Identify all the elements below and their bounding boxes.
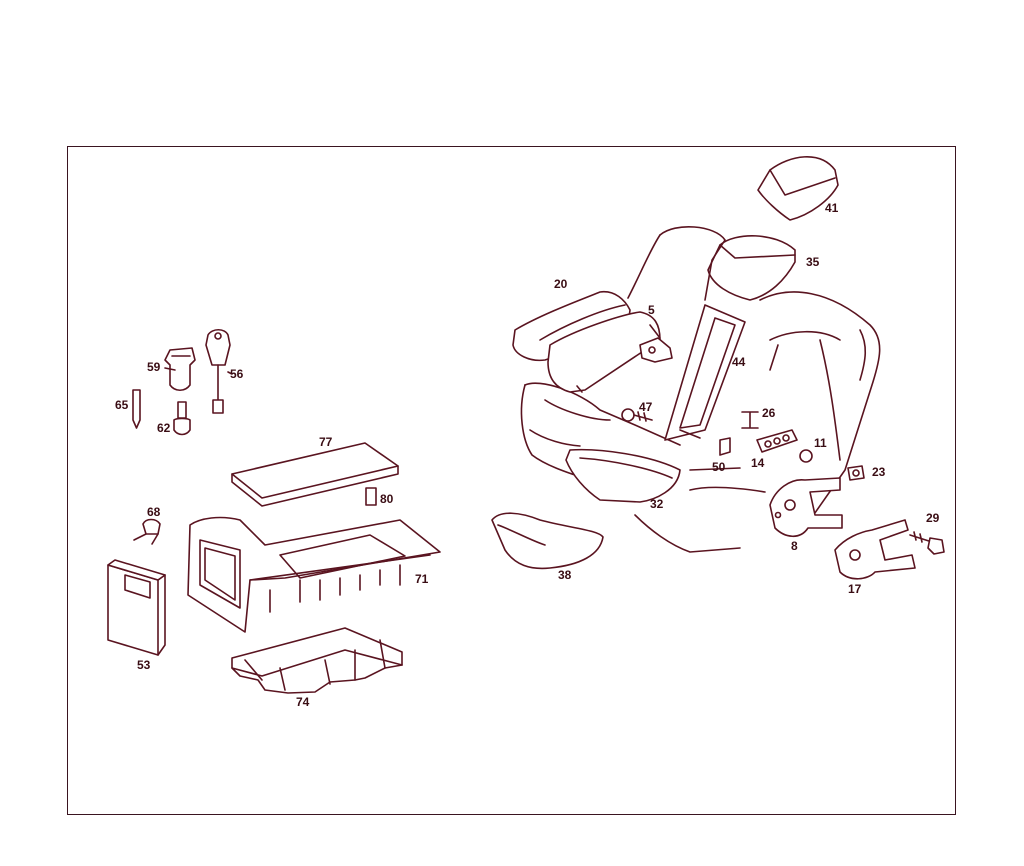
callout-labels: 41 35 20 5 44 47 26 11 14 50 23 32 8 29 … (115, 201, 940, 709)
callout-77: 77 (319, 435, 333, 449)
callout-71: 71 (415, 572, 429, 586)
callout-53: 53 (137, 658, 151, 672)
callout-74: 74 (296, 695, 310, 709)
callout-38: 38 (558, 568, 572, 582)
part-38-cushion-pad[interactable] (491, 512, 604, 570)
part-23-nut[interactable] (847, 465, 865, 481)
diagram-frame (67, 146, 956, 815)
callout-8: 8 (791, 539, 798, 553)
callout-62: 62 (157, 421, 171, 435)
part-17-hinge-bracket[interactable] (834, 519, 916, 580)
part-26-clip[interactable] (741, 411, 759, 429)
callout-47: 47 (639, 400, 653, 414)
callout-65: 65 (115, 398, 129, 412)
part-77-mat[interactable] (231, 442, 399, 507)
callout-35: 35 (806, 255, 820, 269)
leader-lines (164, 324, 661, 375)
callout-5: 5 (648, 303, 655, 317)
callout-20: 20 (554, 277, 568, 291)
callout-26: 26 (762, 406, 776, 420)
part-56-socket[interactable] (205, 328, 231, 414)
callout-59: 59 (147, 360, 161, 374)
callout-14: 14 (751, 456, 765, 470)
part-53-ashtray[interactable] (107, 559, 166, 656)
part-20-armrest[interactable] (512, 290, 631, 362)
callout-50: 50 (712, 460, 726, 474)
part-62-holder[interactable] (173, 401, 191, 436)
seat-backrest (627, 225, 881, 521)
part-14-plate[interactable] (756, 429, 798, 453)
armrest-hinge[interactable] (639, 337, 673, 363)
part-35-headrest[interactable] (707, 235, 796, 301)
callout-80: 80 (380, 492, 394, 506)
part-44-backrest-strip[interactable] (664, 304, 746, 441)
part-11-cap[interactable] (799, 449, 813, 463)
part-5-armrest-lid[interactable] (547, 311, 661, 393)
part-71-console-tray[interactable] (187, 516, 441, 633)
part-32-side-cover[interactable] (565, 448, 681, 503)
part-47-screw[interactable] (621, 408, 653, 422)
part-50-clip[interactable] (719, 437, 731, 456)
callout-44: 44 (732, 355, 746, 369)
part-41-headrest-cover[interactable] (757, 156, 839, 221)
part-65-bulb[interactable] (132, 389, 141, 429)
part-68-clip[interactable] (133, 518, 161, 545)
callout-68: 68 (147, 505, 161, 519)
part-59-grommet[interactable] (164, 347, 196, 392)
callout-29: 29 (926, 511, 940, 525)
callout-56: 56 (230, 367, 244, 381)
callout-23: 23 (872, 465, 886, 479)
part-29-bolt[interactable] (909, 531, 945, 555)
callout-32: 32 (650, 497, 664, 511)
part-80-plug[interactable] (365, 487, 377, 506)
callout-41: 41 (825, 201, 839, 215)
part-8-hinge-bracket[interactable] (769, 477, 843, 538)
callout-11: 11 (814, 436, 827, 450)
callout-17: 17 (848, 582, 862, 596)
part-74-base-plate[interactable] (231, 627, 403, 694)
